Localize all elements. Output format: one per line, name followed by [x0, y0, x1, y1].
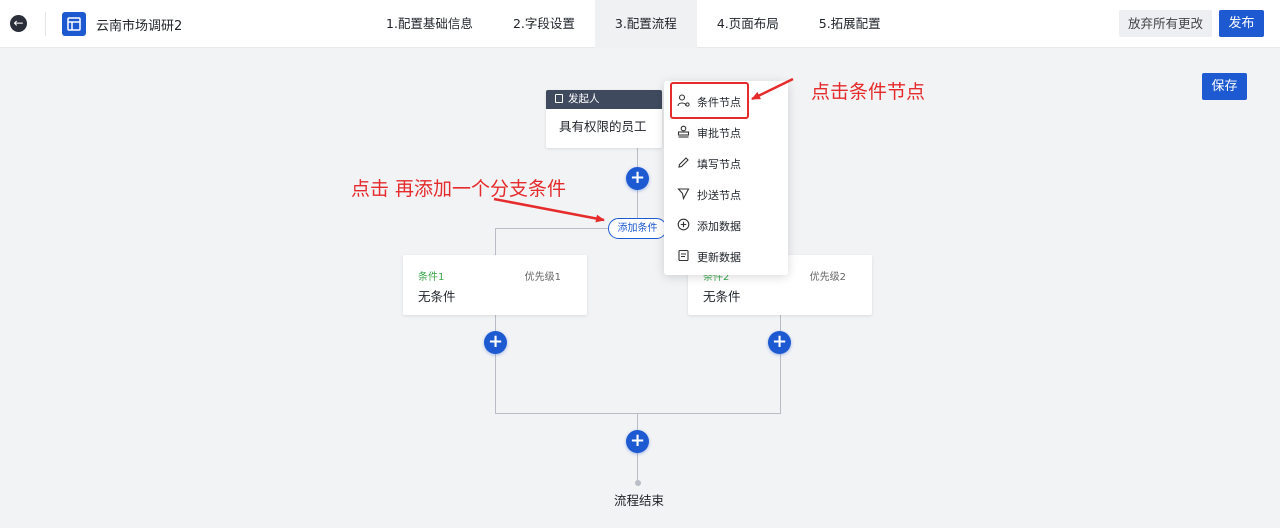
- add-node-button-right[interactable]: +: [768, 331, 791, 354]
- branch-right-bottom: [780, 315, 781, 413]
- process-end-label: 流程结束: [614, 493, 665, 508]
- annotation-click-add-branch: 点击 再添加一个分支条件: [351, 178, 567, 200]
- step-tabs: 1.配置基础信息 2.字段设置 3.配置流程 4.页面布局 5.拓展配置: [366, 0, 901, 48]
- tab-basic-info[interactable]: 1.配置基础信息: [386, 16, 473, 31]
- condition-node-icon: [676, 94, 690, 108]
- menu-item-label: 抄送节点: [697, 189, 741, 202]
- menu-item-label: 条件节点: [697, 96, 741, 109]
- tab-configure-process[interactable]: 3.配置流程: [594, 0, 697, 48]
- annotation-click-condition-node: 点击条件节点: [811, 81, 926, 103]
- menu-item-approval-node[interactable]: 审批节点: [664, 118, 788, 148]
- header-divider: [45, 12, 46, 36]
- end-dot: [635, 480, 641, 486]
- menu-item-condition-node[interactable]: 条件节点: [664, 87, 788, 117]
- menu-item-update-data[interactable]: 更新数据: [664, 242, 788, 272]
- back-arrow-icon[interactable]: ←: [10, 15, 27, 32]
- plus-circle-icon: [676, 218, 690, 232]
- menu-item-label: 添加数据: [697, 220, 741, 233]
- condition-node-1[interactable]: 条件1 优先级1 无条件: [403, 255, 587, 315]
- condition-body: 无条件: [703, 289, 741, 304]
- add-node-button-left[interactable]: +: [484, 331, 507, 354]
- menu-item-label: 审批节点: [697, 127, 741, 140]
- add-node-button-top[interactable]: +: [626, 167, 649, 190]
- branch-left-top: [495, 228, 496, 255]
- pencil-icon: [676, 156, 690, 170]
- branch-bottom-line: [495, 413, 781, 414]
- tab-page-layout[interactable]: 4.页面布局: [716, 16, 779, 31]
- menu-item-label: 更新数据: [697, 251, 741, 264]
- connector-start-to-plus: [637, 148, 638, 178]
- publish-button[interactable]: 发布: [1219, 10, 1264, 37]
- app-name: 云南市场调研2: [96, 19, 183, 34]
- branch-left-bottom: [495, 315, 496, 413]
- document-icon: [555, 94, 563, 103]
- arrow-to-add-condition: [493, 197, 605, 223]
- condition-body: 无条件: [418, 289, 456, 304]
- top-header: ← 云南市场调研2 1.配置基础信息 2.字段设置 3.配置流程 4.页面布局 …: [0, 0, 1280, 48]
- initiator-title: 发起人: [568, 93, 600, 105]
- node-type-menu: 条件节点 审批节点 填写节点 抄送节点 添加数据 更新数据: [664, 81, 788, 275]
- send-icon: [676, 187, 690, 201]
- add-node-button-bottom[interactable]: +: [626, 430, 649, 453]
- initiator-node-header: 发起人: [546, 90, 662, 109]
- add-condition-button[interactable]: 添加条件: [608, 218, 667, 239]
- condition-title: 条件2: [703, 272, 730, 283]
- save-button[interactable]: 保存: [1202, 73, 1247, 100]
- condition-priority: 优先级1: [524, 272, 561, 283]
- menu-item-label: 填写节点: [697, 158, 741, 171]
- menu-item-add-data[interactable]: 添加数据: [664, 211, 788, 241]
- discard-changes-button[interactable]: 放弃所有更改: [1119, 10, 1212, 37]
- tab-extension-config[interactable]: 5.拓展配置: [818, 16, 881, 31]
- initiator-body: 具有权限的员工: [559, 119, 647, 134]
- app-form-icon: [62, 12, 86, 36]
- condition-title: 条件1: [418, 272, 445, 283]
- menu-item-cc-node[interactable]: 抄送节点: [664, 180, 788, 210]
- document-icon: [676, 249, 690, 263]
- initiator-node[interactable]: 发起人 具有权限的员工: [546, 90, 662, 148]
- connector-plus-to-branch: [637, 190, 638, 228]
- menu-item-fill-node[interactable]: 填写节点: [664, 149, 788, 179]
- tab-field-settings[interactable]: 2.字段设置: [512, 16, 575, 31]
- condition-priority: 优先级2: [809, 272, 846, 283]
- approval-stamp-icon: [676, 125, 690, 139]
